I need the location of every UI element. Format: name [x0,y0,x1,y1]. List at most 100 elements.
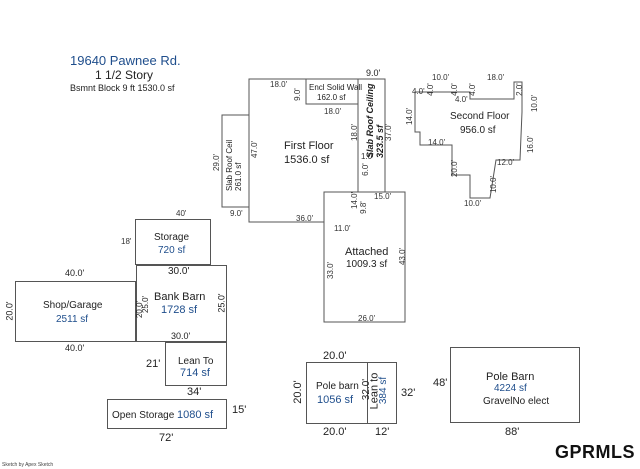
attached-outline [323,191,406,323]
shop-garage-label: Shop/Garage [43,300,103,311]
slab-roof-ceiling-dim-top: 9.0' [366,68,381,78]
lean-to-1-dim-left: 21' [146,358,161,370]
pole-barn-small-area: 1056 sf [317,394,354,406]
second-floor-dim-16: 10.0' [464,199,482,208]
second-floor-dim-1: 10.0' [432,73,450,82]
bank-barn-label: Bank Barn [154,291,206,303]
first-floor-dim-inner-1: 1.0' [361,152,374,161]
lean-to-2-dim-left: 32.0' [361,378,373,401]
bank-barn-box: Bank Barn 1728 sf [136,265,227,342]
slab-roof-ceil-label: Slab Roof Ceil 261.0 sf [225,131,243,191]
slab-roof-ceiling-label: Slab Roof Ceiling 323.5 sf [365,83,385,158]
shop-garage-dim-bottom: 40.0' [65,343,85,353]
lean-to-2-area: 384 sf [378,376,390,405]
second-floor-dim-10: 14.0' [405,107,415,126]
pole-barn-small-dim-left: 20.0' [291,380,304,404]
first-floor-label: First Floor [284,140,334,152]
gprmls-logo: GPRMLS [555,442,636,462]
attached-dim-right: 43.0' [398,247,408,266]
storage-dim-top: 40' [176,209,187,218]
first-floor-dim-inner-98: 9.8' [358,201,368,214]
attached-label: Attached [345,246,389,258]
lean-to-2-dim-right: 32' [401,387,416,399]
second-floor-dim-7: 4.0' [467,83,477,96]
shop-garage-dim-top: 40.0' [65,268,85,278]
bank-barn-dim-left-b: 25.0' [141,295,151,314]
second-floor-dim-11: 14.0' [428,138,446,147]
lean-to-1-area: 714 sf [180,367,210,379]
slab-roof-ceiling-area: 323.5 sf [375,124,385,158]
storage-dim-left: 18' [121,237,132,246]
attached-area: 1009.3 sf [346,259,388,270]
pole-barn-large-box: Pole Barn 4224 sf GravelNo elect [450,347,580,423]
second-floor-dim-3: 4.0' [412,87,425,96]
second-floor-label: Second Floor [450,111,510,122]
second-floor-dim-15: 10.0' [489,175,499,194]
sketch-credit: Sketch by Apex Sketch [2,462,54,468]
lean-to-1-label: Lean To [178,356,214,367]
lean-to-2-dim-bottom: 12' [375,426,390,438]
storage-label: Storage [154,232,190,243]
pole-barn-small-box: Pole barn 1056 sf [306,362,368,424]
lean-to-1-dim-bottom: 34' [187,386,202,398]
bank-barn-dim-right: 25.0' [216,293,227,313]
slab-roof-ceiling-name: Slab Roof Ceiling [365,83,375,158]
pole-barn-large-area: 4224 sf [494,383,527,394]
bank-barn-dim-bottom: 30.0' [171,331,191,341]
first-floor-dim-left: 47.0' [250,140,260,159]
second-floor-dim-2: 18.0' [487,73,505,82]
pole-barn-small-label: Pole barn [316,381,359,392]
slab-roof-ceil-dim-bottom: 9.0' [230,209,243,218]
slab-roof-ceil-dim-left: 29.0' [212,153,222,172]
shop-garage-dim-left: 20.0' [4,301,15,321]
attached-dim-bottom: 26.0' [358,314,376,323]
second-floor-dim-4: 4.0' [425,83,435,96]
encl-solid-wall-area: 162.0 sf [317,93,346,102]
first-floor-dim-inner-18b: 18.0' [350,123,360,142]
pole-barn-large-dim-bottom: 88' [505,426,520,438]
attached-dim-left: 33.0' [326,261,336,280]
first-floor-dim-inner-9: 9.0' [292,88,302,101]
first-floor-area: 1536.0 sf [284,154,330,166]
second-floor-dim-6: 4.0' [449,83,459,96]
story-label: 1 1/2 Story [95,68,154,82]
first-floor-dim-inner-18: 18.0' [324,107,342,116]
lean-to-2-box: Lean to 384 sf [367,362,397,424]
pole-barn-large-note: GravelNo elect [483,396,550,407]
slab-roof-ceil-area: 261.0 sf [234,162,243,191]
open-storage-dim-bottom: 72' [159,432,174,444]
storage-box: Storage 720 sf [135,219,211,265]
basement-label: Bsmnt Block 9 ft 1530.0 sf [70,83,175,93]
pole-barn-small-dim-top: 20.0' [323,350,347,362]
address-title: 19640 Pawnee Rd. [70,53,181,68]
lean-to-1-box: Lean To 714 sf [165,342,227,386]
pole-barn-small-dim-bottom: 20.0' [323,426,347,438]
first-floor-dim-right: 37.0' [384,123,394,142]
open-storage-area: 1080 sf [177,409,214,421]
first-floor-dim-top: 18.0' [270,80,288,89]
first-floor-dim-bottom: 36.0' [296,214,314,223]
open-storage-box: Open Storage 1080 sf [107,399,227,429]
second-floor-dim-5: 4.0' [455,95,468,104]
second-floor-dim-13: 12.0' [497,158,515,167]
second-floor-dim-14: 20.0' [450,159,460,178]
first-floor-dim-inner-6: 6.0' [360,163,370,176]
attached-dim-top: 15.0' [374,192,392,201]
slab-roof-ceil-name: Slab Roof Ceil [225,139,234,191]
second-floor-dim-12: 16.0' [526,135,536,154]
second-floor-outline [414,81,523,199]
pole-barn-large-dim-left: 48' [433,377,448,389]
second-floor-dim-8: 2.0' [514,83,524,96]
shop-garage-area: 2511 sf [56,314,89,325]
slab-roof-ceil-outline [221,114,250,208]
shop-garage-box: Shop/Garage 2511 sf [15,281,136,342]
bank-barn-dim-top: 30.0' [168,266,190,277]
bank-barn-area: 1728 sf [161,304,198,316]
open-storage-dim-right: 15' [232,404,247,416]
first-floor-dim-inner-11: 11.0' [334,224,351,233]
second-floor-area: 956.0 sf [460,125,496,136]
encl-solid-wall-label: Encl Solid Wall [309,83,363,92]
pole-barn-large-label: Pole Barn [486,371,535,383]
second-floor-dim-9: 10.0' [530,94,540,113]
